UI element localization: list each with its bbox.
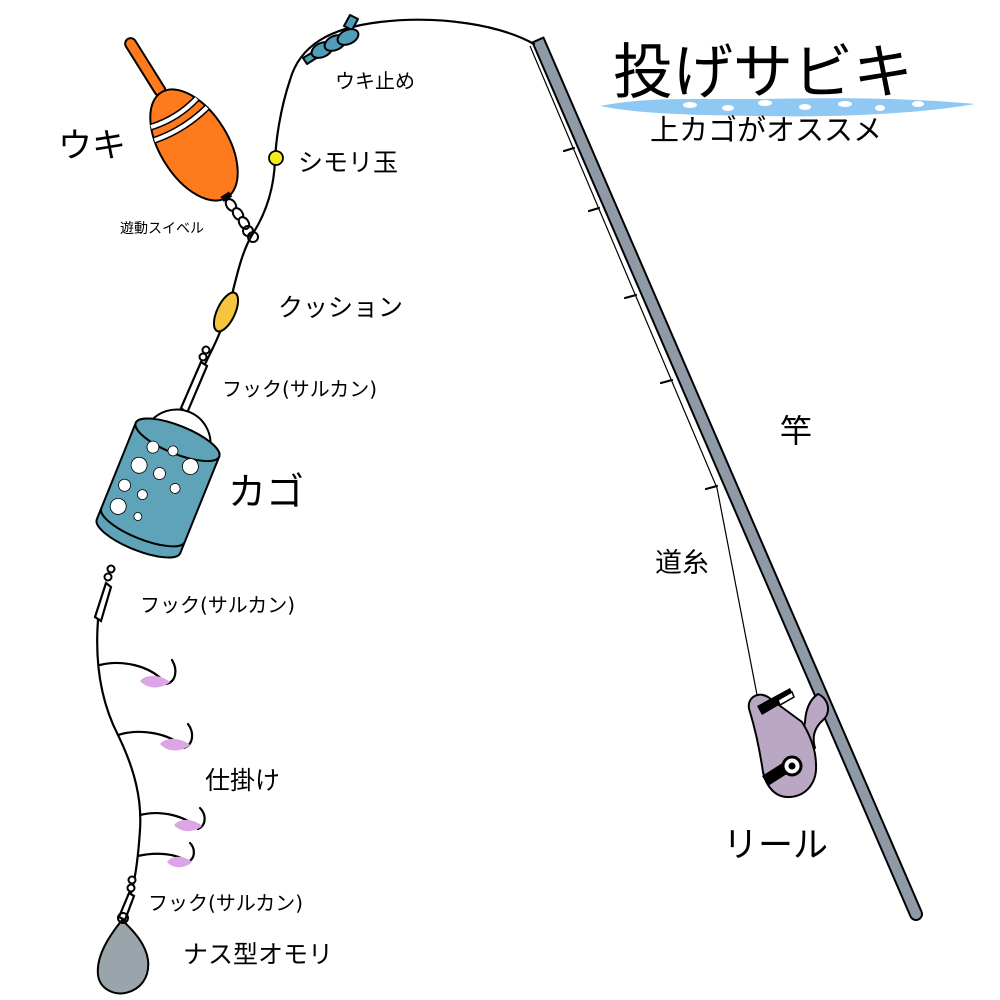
rig-main-line	[96, 618, 142, 895]
float-stripe	[150, 97, 199, 129]
label-main-line: 道糸	[655, 548, 709, 579]
sinker-ring	[117, 912, 129, 924]
hook-swivel	[106, 564, 116, 574]
sinker-bead	[268, 150, 284, 166]
float-top-stick	[124, 37, 167, 97]
float-body	[149, 88, 239, 202]
basket-hole	[169, 483, 181, 494]
label-sinker: ナス型オモリ	[183, 940, 333, 969]
hook-swivel	[201, 345, 211, 355]
sinker	[96, 912, 150, 995]
basket-hole	[181, 458, 199, 475]
underline-dot	[722, 105, 734, 111]
hook-swivel	[198, 352, 208, 362]
labels: ウキ ウキ止め シモリ玉 遊動スイベル クッション フック(サルカン) カゴ フ…	[58, 69, 828, 969]
underline-dot	[683, 102, 697, 108]
label-reel: リール	[723, 826, 828, 866]
label-sinker-bead: シモリ玉	[298, 148, 398, 177]
rod-body	[531, 36, 923, 921]
knot-coil	[336, 28, 360, 46]
lure	[167, 856, 192, 868]
swivel	[224, 198, 259, 243]
reel-bail	[757, 688, 794, 715]
rod-guide	[704, 484, 719, 491]
underline-dot	[758, 100, 772, 106]
basket	[95, 408, 221, 559]
rod-guide	[562, 146, 576, 153]
label-rig: 仕掛け	[205, 766, 280, 795]
label-cushion: クッション	[278, 293, 403, 322]
hook-upper	[179, 345, 211, 415]
hook-swivel	[127, 875, 137, 885]
underline-dot	[912, 101, 924, 107]
basket-hole	[133, 512, 143, 521]
basket-hole	[136, 489, 148, 501]
lure	[174, 819, 202, 832]
label-hook-upper: フック(サルカン)	[222, 377, 377, 401]
float-stripe	[153, 105, 209, 143]
title-underline-dots	[683, 100, 924, 111]
rod	[529, 36, 923, 921]
float-grommet	[220, 191, 233, 202]
hook-snap	[93, 581, 113, 623]
basket-hole	[109, 498, 127, 515]
basket-bottom-rim	[99, 507, 186, 548]
knot-tag-end	[343, 14, 359, 31]
rig	[96, 618, 206, 895]
title-group: 投げサビキ 上カゴがオススメ	[600, 38, 975, 147]
basket-hole	[167, 445, 179, 457]
basket-holes	[109, 440, 199, 521]
label-hook-middle: フック(サルカン)	[140, 593, 295, 617]
float	[124, 37, 239, 202]
label-rod: 竿	[780, 412, 812, 450]
hook-middle	[93, 564, 116, 623]
sinker-body	[96, 919, 150, 995]
label-swivel: 遊動スイベル	[120, 221, 204, 237]
underline-dot	[875, 105, 885, 111]
label-float: ウキ	[58, 126, 126, 166]
rod-guide	[623, 293, 638, 300]
underline-dot	[838, 101, 852, 107]
lure	[140, 675, 170, 688]
hook-snap	[179, 360, 209, 415]
label-hook-lower: フック(サルカン)	[148, 891, 303, 915]
basket-hole	[146, 440, 160, 454]
reel-handle-center	[788, 762, 796, 770]
reel-bail-arm	[777, 690, 795, 707]
swivel-ring	[247, 231, 259, 243]
basket-hole	[153, 467, 166, 480]
cushion	[212, 291, 240, 333]
rig-hook	[196, 806, 206, 831]
rig-hook	[186, 841, 195, 864]
rod-guide	[659, 378, 674, 385]
basket-hole	[130, 456, 148, 474]
rod-line	[529, 45, 759, 701]
lure	[160, 738, 190, 751]
label-basket: カゴ	[228, 470, 304, 514]
page-subtitle: 上カゴがオススメ	[650, 113, 882, 147]
page-title: 投げサビキ	[613, 38, 913, 108]
hook-swivel	[126, 883, 136, 893]
reel	[747, 688, 830, 799]
label-float-stop: ウキ止め	[335, 69, 415, 93]
rod-guide	[587, 206, 601, 213]
underline-dot	[799, 104, 811, 110]
float-stop-knot	[302, 14, 360, 65]
basket-hole	[118, 478, 131, 492]
rod-guides	[562, 146, 719, 491]
hook-swivel	[103, 572, 113, 582]
